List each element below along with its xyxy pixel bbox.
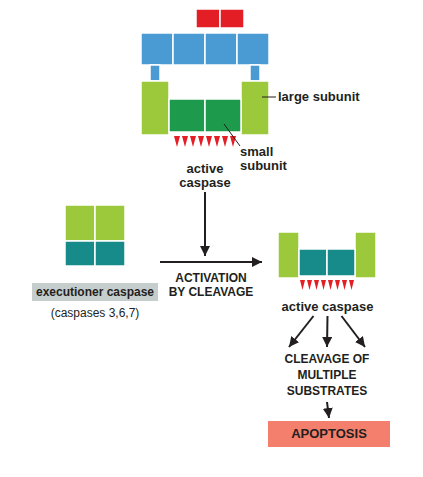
active-site-mark <box>174 136 180 147</box>
node-text: active caspase <box>282 300 374 314</box>
flow-arrow <box>326 316 329 347</box>
large-subunit <box>241 81 269 135</box>
outcome-box: APOPTOSIS <box>268 421 390 447</box>
flow-arrow <box>289 316 314 347</box>
flow-arrow <box>327 402 329 418</box>
active-site-mark <box>230 136 236 147</box>
activation-arrow <box>204 192 206 256</box>
active-site-mark <box>335 280 340 290</box>
prodomain-block <box>173 33 205 65</box>
prodomain-block <box>237 33 269 65</box>
large-subunit <box>278 232 299 278</box>
large-subunit <box>95 205 125 241</box>
active-site-mark <box>182 136 188 147</box>
small-subunit <box>65 241 95 266</box>
prodomain-stem <box>150 65 160 81</box>
large-subunit <box>65 205 95 241</box>
adaptor-block <box>220 9 244 28</box>
part-label: large subunit <box>278 90 378 104</box>
leader-line <box>224 124 240 146</box>
edge-label: ACTIVATION BY CLEAVAGE <box>166 271 256 299</box>
active-site-marks <box>300 280 354 290</box>
process-text: CLEAVAGE OF MULTIPLE SUBSTRATES <box>272 350 382 400</box>
small-subunit <box>205 99 241 132</box>
active-site-mark <box>342 280 347 290</box>
large-subunit <box>141 81 169 135</box>
active-site-mark <box>300 280 305 290</box>
active-site-mark <box>314 280 319 290</box>
node-text: active caspase <box>170 162 240 190</box>
active-site-mark <box>206 136 212 147</box>
small-subunit <box>299 249 327 276</box>
node-text: APOPTOSIS <box>291 427 367 441</box>
active-site-mark <box>222 136 228 147</box>
active-site-mark <box>198 136 204 147</box>
prodomain-block <box>205 33 237 65</box>
prodomain-stem <box>250 65 260 81</box>
flow-arrow <box>160 261 262 263</box>
part-label: small subunit <box>240 145 294 173</box>
active-site-marks <box>174 136 236 147</box>
flow-arrow <box>342 316 366 347</box>
active-site-mark <box>214 136 220 147</box>
executioner-procaspase <box>65 205 125 266</box>
active-executioner <box>278 232 376 278</box>
active-site-mark <box>190 136 196 147</box>
initiator-complex <box>141 9 269 135</box>
active-site-mark <box>307 280 312 290</box>
active-site-mark <box>321 280 326 290</box>
large-subunit <box>355 232 376 278</box>
small-subunit <box>169 99 205 132</box>
prodomain-block <box>141 33 173 65</box>
caspase-figure: active caspase <box>270 228 385 314</box>
node-text: (caspases 3,6,7) <box>51 306 140 320</box>
small-subunit <box>95 241 125 266</box>
leader-line <box>262 97 276 98</box>
caspase-figure: executioner caspase (caspases 3,6,7) <box>30 200 160 320</box>
adaptor-block <box>196 9 220 28</box>
active-site-mark <box>349 280 354 290</box>
small-subunit <box>327 249 355 276</box>
active-site-mark <box>328 280 333 290</box>
node-text: executioner caspase <box>32 283 158 301</box>
node-text: CLEAVAGE OF MULTIPLE SUBSTRATES <box>272 351 382 399</box>
